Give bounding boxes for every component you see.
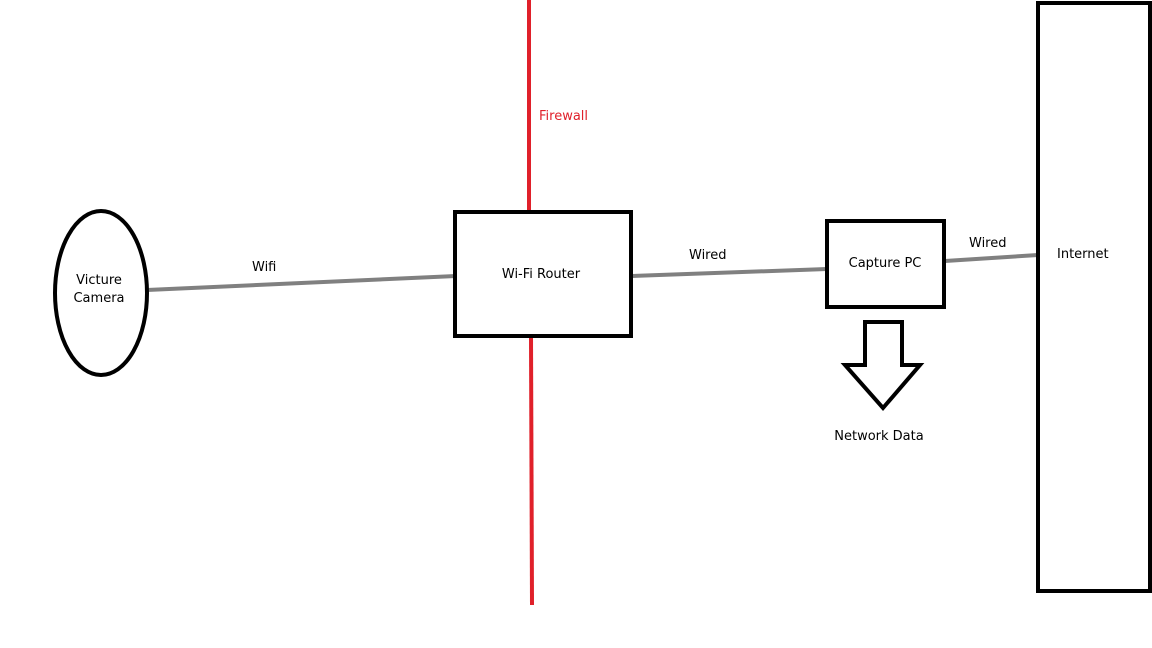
link-pc-internet (944, 253, 1039, 263)
link-label-wired-router-pc: Wired (689, 248, 727, 263)
capture-pc-node (825, 219, 946, 309)
camera-node (53, 209, 149, 377)
link-router-pc (631, 267, 828, 278)
link-label-wifi: Wifi (252, 260, 276, 275)
internet-node (1036, 1, 1152, 593)
internet-label: Internet (1057, 247, 1109, 262)
link-label-wired-pc-internet: Wired (969, 236, 1007, 251)
network-data-label: Network Data (834, 429, 923, 444)
camera-label-line2: Camera (73, 291, 124, 306)
router-label: Wi-Fi Router (502, 267, 581, 282)
capture-pc-label: Capture PC (849, 256, 922, 271)
firewall-label: Firewall (539, 109, 588, 124)
link-camera-router (146, 274, 457, 292)
network-data-arrow-icon (840, 320, 925, 412)
firewall-line-bottom (529, 335, 534, 606)
router-node (453, 210, 633, 338)
camera-label-line1: Victure (76, 273, 122, 288)
